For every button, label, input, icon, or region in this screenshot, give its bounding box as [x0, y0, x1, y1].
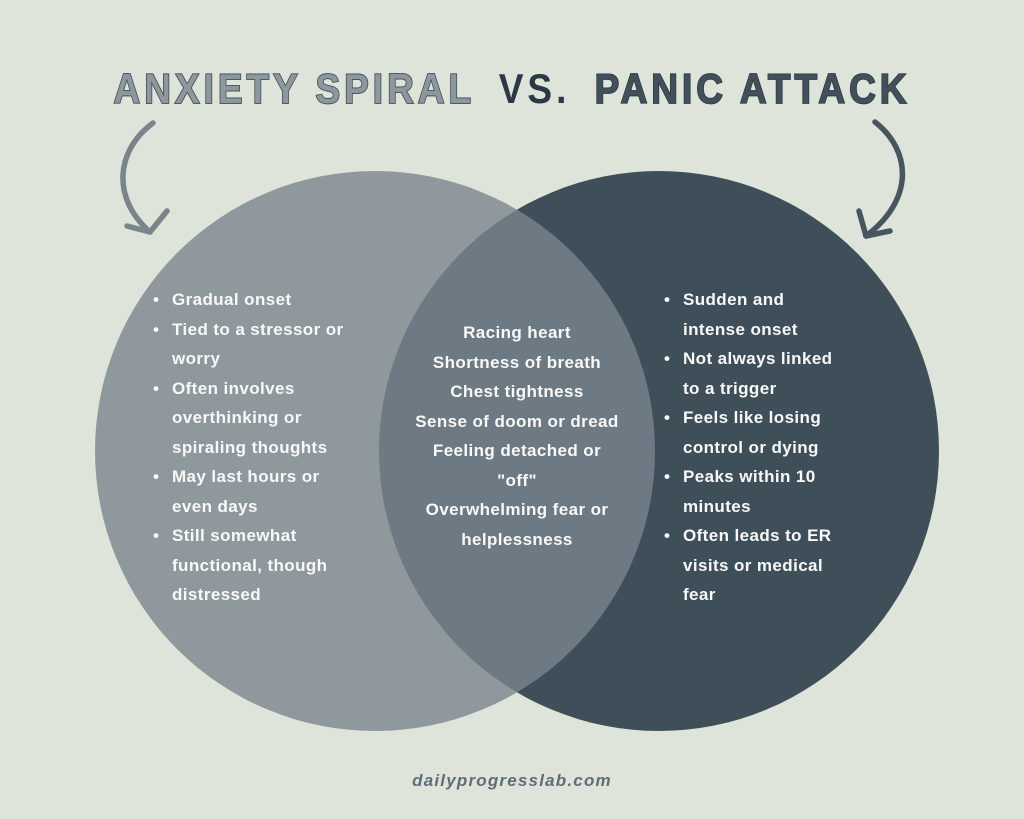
panic-attack-list: • Sudden and intense onset • Not always li… [663, 285, 901, 610]
bullet-marker: • [664, 467, 671, 486]
list-item-text: Not always linked to a trigger [683, 349, 833, 398]
list-item-text: Gradual onset [172, 290, 292, 309]
list-item: • Not always linked to a trigger [663, 344, 901, 403]
bullet-marker: • [664, 349, 671, 368]
list-item-text: May last hours or even days [172, 467, 320, 516]
curved-arrow-left-icon [120, 120, 170, 235]
shared-symptom: Chest tightness [450, 382, 584, 401]
shared-symptom: Shortness of breath [432, 352, 602, 372]
list-item: • Feels like losing control or dying [663, 403, 901, 462]
shared-symptoms-list: Racing heart Shortness of breath Chest t… [392, 318, 642, 554]
website-url: dailyprogresslab.com [412, 771, 612, 790]
list-item: • Peaks within 10 minutes [663, 462, 901, 521]
list-item-text: Tied to a stressor or worry [172, 319, 344, 369]
bullet-marker: • [664, 526, 671, 545]
anxiety-spiral-list: • Gradual onset • Tied to a stressor or wo… [152, 285, 404, 610]
shared-symptom: Racing heart [463, 323, 571, 342]
list-item: • Gradual onset [152, 285, 404, 315]
page-title: ANXIETY SPIRAL VS. PANIC ATTACK [0, 65, 1024, 113]
list-item: • Still somewhat functional, though distr… [152, 521, 404, 610]
shared-symptom: Sense of doom or dread [415, 411, 619, 431]
list-item-text: Often involves overthinking or spiraling… [172, 378, 328, 457]
list-item: • Often involves overthinking or spiralin… [152, 374, 404, 463]
list-item: • Tied to a stressor or worry [152, 315, 404, 374]
list-item: • Often leads to ER visits or medical fea… [663, 521, 901, 610]
list-item-text: Sudden and intense onset [683, 290, 798, 339]
list-item: • May last hours or even days [152, 462, 404, 521]
list-item-text: Feels like losing control or dying [683, 408, 822, 457]
title-vs: VS. [498, 66, 571, 112]
shared-symptom: Overwhelming fear or helplessness [425, 500, 609, 549]
bullet-marker: • [153, 290, 160, 309]
bullet-marker: • [153, 319, 160, 339]
list-item-text: Peaks within 10 minutes [683, 467, 816, 516]
list-item-text: Still somewhat functional, though distre… [172, 526, 328, 604]
shared-symptom: Feeling detached or "off" [432, 441, 602, 490]
title-panic-attack: PANIC ATTACK [594, 65, 911, 113]
bullet-marker: • [664, 408, 671, 427]
curved-arrow-right-icon [856, 119, 906, 239]
bullet-marker: • [664, 290, 671, 309]
anxiety-spiral-circle [95, 171, 655, 731]
list-item-text: Often leads to ER visits or medical fear [683, 526, 832, 604]
title-anxiety-spiral: ANXIETY SPIRAL [113, 65, 475, 113]
bullet-marker: • [153, 526, 160, 545]
bullet-marker: • [153, 467, 160, 486]
bullet-marker: • [153, 378, 160, 398]
list-item: • Sudden and intense onset [663, 285, 901, 344]
